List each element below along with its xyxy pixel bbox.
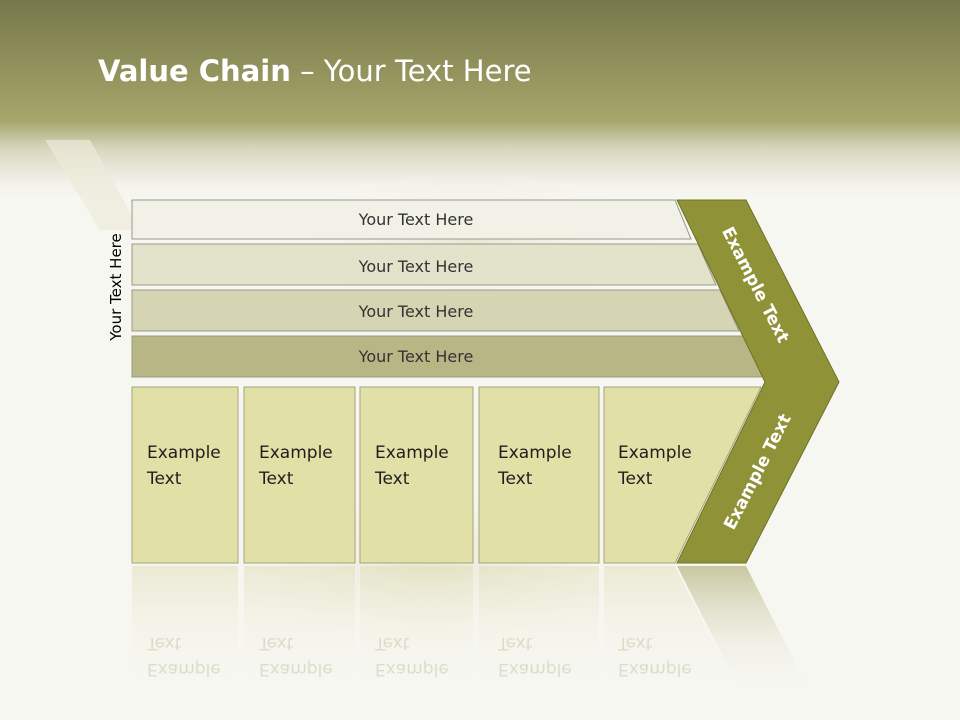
box-label-2-line2: Text: [259, 469, 294, 489]
svg-text:Example: Example: [375, 659, 449, 679]
box-1: [131, 386, 239, 564]
box-label-5-line1: Example: [618, 443, 692, 463]
page-title: Value Chain – Your Text Here: [98, 54, 532, 88]
title-rest: – Your Text Here: [290, 54, 532, 88]
svg-text:Example: Example: [147, 659, 221, 679]
box-label-3-line2: Text: [375, 469, 410, 489]
box-label-4-line1: Example: [498, 443, 572, 463]
band-1: [131, 199, 692, 240]
band-label-2: Your Text Here: [358, 256, 474, 276]
header-banner: [0, 0, 960, 200]
chevron-arrow: [676, 199, 840, 564]
box-4: [478, 386, 600, 564]
title-bold: Value Chain: [98, 54, 291, 88]
box-3: [359, 386, 474, 564]
box-label-5: Example Text: [618, 440, 728, 492]
svg-text:Example: Example: [618, 659, 692, 679]
box-label-1-line2: Text: [147, 469, 182, 489]
svg-text:Text: Text: [146, 633, 182, 653]
band-2: [131, 243, 717, 286]
reflection: Example Text Example Text Example Text Exam…: [132, 566, 812, 696]
box-label-3: Example Text: [375, 440, 485, 492]
band-label-3: Your Text Here: [358, 301, 474, 321]
box-label-5-line2: Text: [618, 469, 653, 489]
side-label-text: Your Text Here: [107, 233, 125, 341]
box-label-2: Example Text: [259, 440, 369, 492]
box-label-2-line1: Example: [259, 443, 333, 463]
band-label-4: Your Text Here: [358, 346, 474, 366]
svg-text:Text: Text: [258, 633, 294, 653]
box-label-4: Example Text: [498, 440, 608, 492]
box-label-1: Example Text: [147, 440, 257, 492]
box-label-1-line1: Example: [147, 443, 221, 463]
svg-text:Text: Text: [617, 633, 653, 653]
box-label-4-line2: Text: [498, 469, 533, 489]
box-5: [603, 386, 762, 564]
band-3: [131, 289, 740, 332]
svg-text:Text: Text: [374, 633, 410, 653]
svg-text:Example: Example: [259, 659, 333, 679]
box-2: [243, 386, 356, 564]
box-label-3-line1: Example: [375, 443, 449, 463]
band-label-1: Your Text Here: [358, 209, 474, 229]
svg-text:Example: Example: [498, 659, 572, 679]
svg-text:Text: Text: [497, 633, 533, 653]
